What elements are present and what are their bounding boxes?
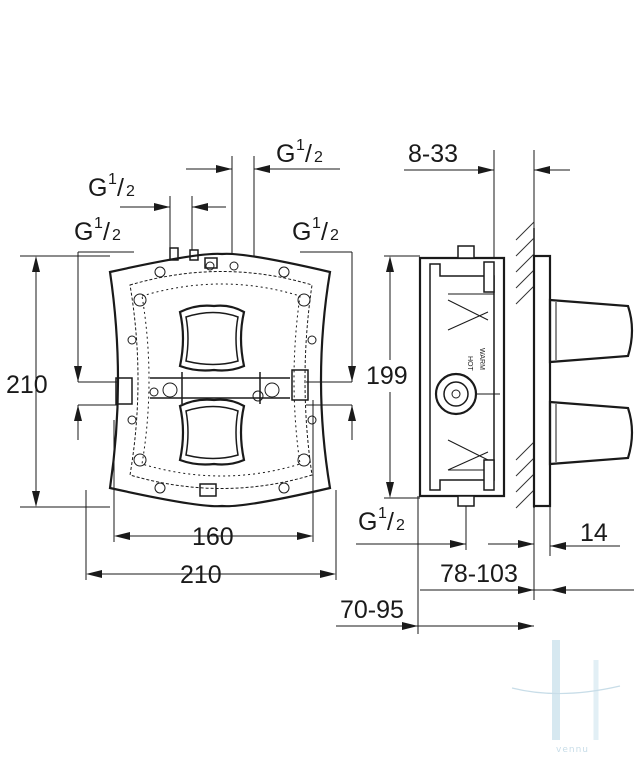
dim-height-210 [32, 256, 40, 507]
front-cover-plate [108, 252, 332, 508]
label-pipe-right-den: 2 [330, 227, 339, 244]
label-pipe-top-left-slash: / [117, 174, 124, 202]
dim-top-left-pipe [120, 203, 226, 211]
side-cover-plate [532, 254, 552, 508]
side-inlet-fitting [434, 372, 500, 416]
label-pipe-left-slash: / [103, 218, 110, 246]
stamp-warm: WARM [478, 348, 485, 370]
front-extension-lines [20, 156, 352, 580]
label-pipe-top-right-num: 1 [296, 137, 305, 154]
wall-hatch [515, 221, 535, 509]
upper-control-window [178, 304, 246, 372]
right-inlet-stub [291, 369, 309, 401]
watermark-text: vennu [556, 745, 589, 755]
dim-top-right-pipe [186, 165, 340, 173]
left-inlet-stub [115, 377, 133, 405]
top-inlet-stub-mid [189, 249, 199, 261]
label-pipe-right-g: G [292, 218, 311, 246]
side-extension-lines [384, 150, 551, 634]
label-width-210: 210 [180, 561, 222, 589]
label-pipe-left-den: 2 [112, 227, 121, 244]
label-width-160: 160 [192, 523, 234, 551]
dim-install-depth [336, 622, 534, 630]
bottom-outlet-stub [199, 483, 217, 497]
label-pipe-bottom-g: G [358, 508, 377, 536]
lower-control-window [178, 398, 246, 466]
lower-flange [483, 459, 495, 491]
side-view: HOT WARM [336, 140, 634, 634]
label-pipe-top-right-g: G [276, 140, 295, 168]
side-valve-body-inner [429, 263, 495, 491]
dim-height-199 [386, 256, 394, 498]
upper-control-window-inner [185, 311, 239, 366]
label-pipe-bottom-den: 2 [396, 517, 405, 534]
label-pipe-left-num: 1 [94, 215, 103, 232]
side-valve-body [418, 256, 506, 498]
dim-body-depth [420, 586, 634, 594]
dim-plate-14 [550, 542, 620, 550]
label-wall-range: 8-33 [408, 140, 458, 168]
label-install-depth: 70-95 [340, 596, 404, 624]
stamp-hot: HOT [466, 356, 473, 372]
label-plate-14: 14 [580, 519, 608, 547]
watermark: vennu [511, 640, 621, 755]
dim-right-pipe [348, 252, 356, 440]
label-pipe-top-right-slash: / [305, 140, 312, 168]
middle-crossbar [150, 372, 290, 404]
label-height-199: 199 [366, 362, 408, 390]
label-pipe-bottom-slash: / [387, 508, 394, 536]
label-pipe-left-g: G [74, 218, 93, 246]
valve-body-outline [129, 271, 313, 489]
label-pipe-top-right-den: 2 [314, 149, 323, 166]
label-pipe-right-num: 1 [312, 215, 321, 232]
top-nut [457, 245, 475, 259]
label-body-depth: 78-103 [440, 560, 518, 588]
bottom-nut [457, 495, 475, 507]
dim-bottom-pipe [356, 540, 534, 548]
screw-bosses [127, 261, 317, 494]
dim-width-210 [86, 570, 336, 578]
valve-body-inner-outline [141, 283, 301, 477]
dim-left-pipe [74, 252, 82, 440]
label-height-210: 210 [6, 371, 48, 399]
front-view: G 1 / 2 G 1 / 2 G 1 / 2 G 1 / 2 210 160 … [6, 137, 356, 589]
label-pipe-right-slash: / [321, 218, 328, 246]
label-pipe-top-left-den: 2 [126, 183, 135, 200]
dim-width-160 [114, 532, 313, 540]
label-pipe-top-left-num: 1 [108, 171, 117, 188]
side-ribs [447, 299, 489, 471]
label-pipe-top-left-g: G [88, 174, 107, 202]
upper-flange [483, 261, 495, 293]
label-pipe-bottom-num: 1 [378, 505, 387, 522]
top-inlet-stub-right [204, 257, 218, 269]
dim-wall-range [404, 166, 570, 174]
lower-handle [548, 400, 634, 466]
upper-handle [548, 298, 634, 364]
lower-control-window-inner [185, 405, 239, 460]
top-inlet-stub-left [169, 247, 179, 261]
